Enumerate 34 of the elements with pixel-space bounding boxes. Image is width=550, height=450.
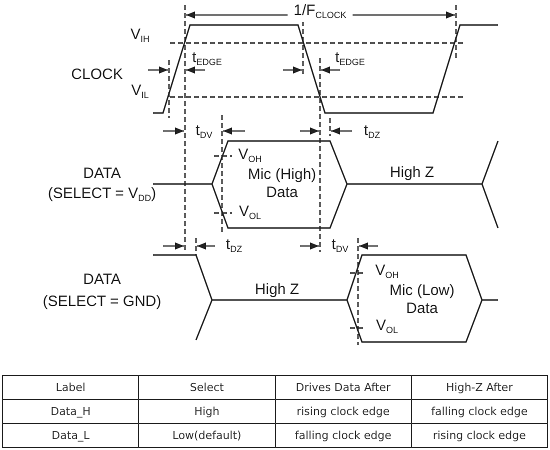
header-cell: Select (138, 376, 275, 400)
table-cell: falling clock edge (411, 400, 548, 424)
state-label: Mic (Low) Data (388, 282, 456, 318)
timing-label: t$_{DV}$ (196, 122, 212, 142)
voltage-label: V$_{OL}$ (376, 317, 398, 337)
table-cell: falling clock edge (275, 424, 412, 448)
signal-label: (SELECT = V$_{DD}$) (48, 185, 156, 205)
signal-label: (SELECT = GND) (42, 293, 162, 311)
table-cell: rising clock edge (275, 400, 412, 424)
table-cell: High (138, 400, 275, 424)
voltage-label: V$_{OL}$ (238, 203, 262, 223)
table-cell: Low(default) (138, 424, 275, 448)
table-cell: Data_H (2, 400, 139, 424)
timing-label: t$_{DZ}$ (364, 122, 380, 142)
voltage-label: V$_{IH}$ (130, 26, 150, 46)
voltage-label: V$_{OH}$ (238, 146, 262, 166)
table-cell: Data_L (2, 424, 139, 448)
signal-label: CLOCK (71, 66, 123, 84)
period-label: 1/F$_{CLOCK}$ (288, 4, 352, 22)
voltage-label: V$_{OH}$ (375, 262, 399, 282)
table-cell: rising clock edge (411, 424, 548, 448)
voltage-label: V$_{IL}$ (131, 82, 149, 102)
state-label: High Z (390, 164, 434, 182)
header-cell: High-Z After (411, 376, 548, 400)
state-label: Mic (High) Data (246, 166, 318, 202)
timing-label: t$_{EDGE}$ (192, 49, 222, 69)
signal-label: DATA (83, 271, 121, 289)
signal-label: DATA (83, 165, 121, 183)
timing-label: t$_{EDGE}$ (335, 49, 365, 69)
header-cell: Drives Data After (275, 376, 412, 400)
header-cell: Label (2, 376, 139, 400)
state-label: High Z (254, 281, 300, 299)
timing-label: t$_{DV}$ (332, 236, 348, 256)
timing-label: t$_{DZ}$ (226, 236, 242, 256)
